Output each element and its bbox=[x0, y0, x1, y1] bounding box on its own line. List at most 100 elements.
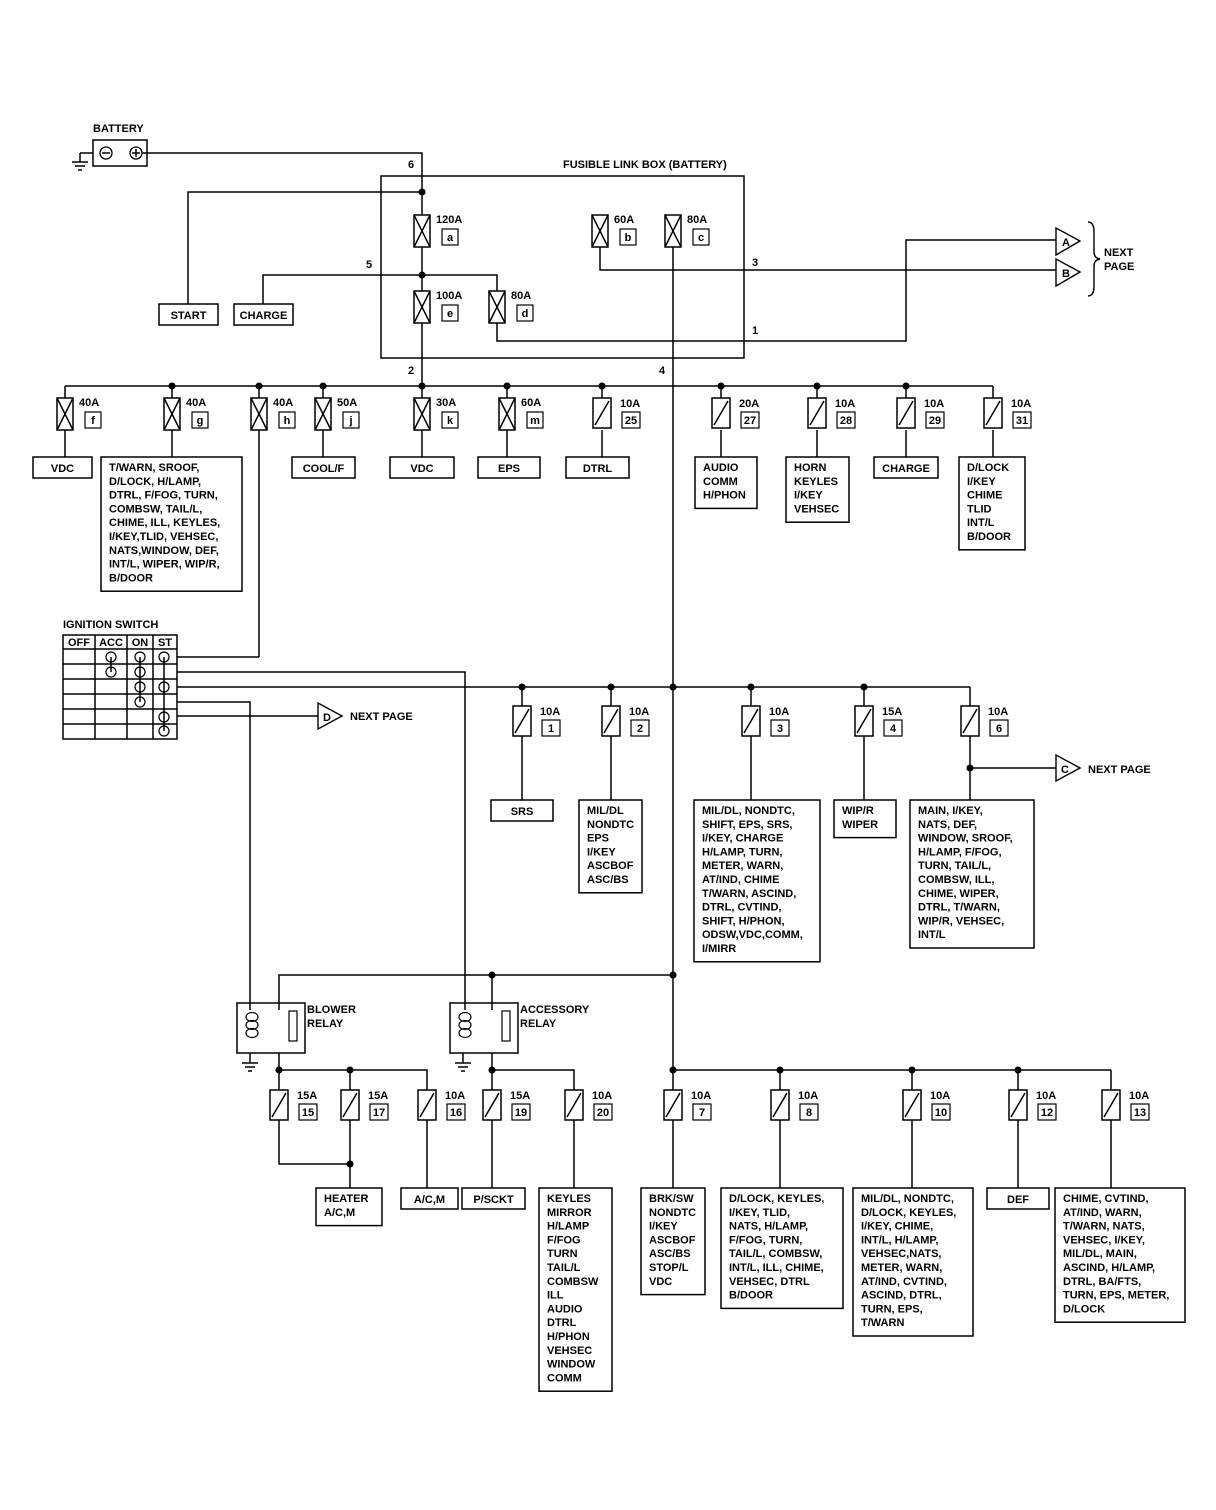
fuse-id-box bbox=[925, 411, 945, 429]
charge-box-text: CHARGE bbox=[240, 310, 288, 322]
destination-box-g-line: B/DOOR bbox=[109, 572, 153, 584]
destination-box-g-line: D/LOCK, H/LAMP, bbox=[109, 476, 201, 488]
relay-contact bbox=[288, 1010, 298, 1042]
fuse-id-box bbox=[692, 1103, 712, 1121]
fusible-link-cross bbox=[664, 214, 682, 248]
fuse-id: 6 bbox=[996, 723, 1002, 735]
fusible-link-cross bbox=[413, 397, 431, 431]
fuse-id: 25 bbox=[625, 415, 637, 427]
fuse-symbol bbox=[770, 1089, 790, 1121]
destination-box-charge-text: CHARGE bbox=[882, 463, 930, 475]
destination-box-fuse-3-line: METER, WARN, bbox=[702, 860, 783, 872]
fuse-amp-rating: 120A bbox=[436, 214, 462, 226]
next-page-a-wire bbox=[496, 239, 1056, 342]
fuse-id: 10 bbox=[935, 1107, 947, 1119]
destination-box-fuse-6-line: DTRL, T/WARN, bbox=[918, 902, 1000, 914]
destination-box-fuse-7-line: I/KEY bbox=[649, 1221, 678, 1233]
fuse-element bbox=[484, 1092, 500, 1118]
destination-box-fuse-8-line: D/LOCK, KEYLES, bbox=[729, 1193, 824, 1205]
destination-box-fuse-10-line: TURN, EPS, bbox=[861, 1303, 923, 1315]
fuse-id-box bbox=[799, 1103, 819, 1121]
destination-box-fuse-8-line: B/DOOR bbox=[729, 1290, 773, 1302]
fuse-id: 28 bbox=[840, 415, 852, 427]
fuse-id: g bbox=[197, 415, 204, 427]
fuse-id: b bbox=[625, 232, 632, 244]
fusible-link-cross bbox=[314, 397, 332, 431]
fuse-amp-rating: 15A bbox=[368, 1090, 388, 1102]
fuse-id-box bbox=[441, 228, 459, 246]
fuse-amp-rating: 10A bbox=[988, 706, 1008, 718]
destination-box-g-line: T/WARN, SROOF, bbox=[109, 462, 199, 474]
fuse-amp-rating: 15A bbox=[882, 706, 902, 718]
connector-letter: A bbox=[1062, 237, 1070, 249]
relay-label: RELAY bbox=[520, 1018, 557, 1030]
fusible-link-cross bbox=[488, 290, 506, 324]
fuse-amp-rating: 10A bbox=[924, 398, 944, 410]
fuse-layer bbox=[56, 214, 1121, 1121]
fuse-symbol bbox=[896, 397, 916, 429]
destination-box-fuse-3-line: H/LAMP, TURN, bbox=[702, 846, 782, 858]
fusible-link-symbol bbox=[56, 397, 74, 431]
destination-box-fuse-10-line: ASCIND, DTRL, bbox=[861, 1290, 942, 1302]
destination-box-fuse-6-line: INT/L bbox=[918, 929, 946, 941]
fuse-element bbox=[603, 708, 619, 734]
destination-box-fuse-3-line: SHIFT, H/PHON, bbox=[702, 915, 785, 927]
destination-box-mil-dl-line: I/KEY bbox=[587, 846, 616, 858]
start-box bbox=[158, 303, 219, 326]
connector-letter: D bbox=[323, 712, 331, 724]
destination-box-mil-dl-line: ASCBOF bbox=[587, 860, 634, 872]
destination-box-horn-line: VEHSEC bbox=[794, 503, 839, 515]
destination-box-fuse-10-line: I/KEY, CHIME, bbox=[861, 1221, 933, 1233]
fuse-id: c bbox=[698, 232, 704, 244]
fuse-id-box bbox=[593, 1103, 613, 1121]
destination-box-dlock-line: CHIME bbox=[967, 490, 1002, 502]
accessory-relay bbox=[449, 1002, 519, 1054]
next-page-text: NEXT bbox=[1104, 247, 1134, 259]
fuse-element bbox=[898, 400, 914, 426]
fuse-element bbox=[514, 708, 530, 734]
connector-letter: B bbox=[1062, 268, 1070, 280]
destination-box-dlock-line: TLID bbox=[967, 503, 991, 515]
fusible-link-cross bbox=[163, 397, 181, 431]
fuse-id-box bbox=[619, 228, 637, 246]
destination-box-cool-f bbox=[291, 456, 356, 479]
destination-box-fuse-13-line: TURN, EPS, METER, bbox=[1063, 1290, 1169, 1302]
fuse-id: 8 bbox=[806, 1107, 812, 1119]
destination-box-horn bbox=[785, 456, 850, 523]
destination-box-def-text: DEF bbox=[1007, 1194, 1029, 1206]
destination-box-vdc bbox=[32, 456, 93, 479]
fuse-id-box bbox=[441, 411, 459, 429]
destination-box-fuse-3-line: ODSW,VDC,COMM, bbox=[702, 929, 803, 941]
destination-box-fuse-13-line: T/WARN, NATS, bbox=[1063, 1221, 1145, 1233]
fuse-amp-rating: 10A bbox=[1011, 398, 1031, 410]
fuse-symbol bbox=[854, 705, 874, 737]
destination-box-fuse-20-line: DTRL bbox=[547, 1317, 577, 1329]
fusible-link-symbol bbox=[413, 397, 431, 431]
destination-box-fuse-6-line: NATS, DEF, bbox=[918, 819, 977, 831]
destination-box-fuse-8-line: NATS, H/LAMP, bbox=[729, 1221, 808, 1233]
fuse-amp-rating: 15A bbox=[510, 1090, 530, 1102]
fuse-id-box bbox=[516, 304, 534, 322]
destination-box-dlock-line: D/LOCK bbox=[967, 462, 1009, 474]
battery-negative bbox=[99, 146, 113, 160]
destination-box-audio-line: H/PHON bbox=[703, 490, 746, 502]
destination-box-fuse-6-line: TURN, TAIL/L, bbox=[918, 860, 991, 872]
blower-wire bbox=[177, 701, 251, 1010]
fuse-amp-rating: 80A bbox=[511, 290, 531, 302]
fuse-element bbox=[271, 1092, 287, 1118]
destination-box-dtrl bbox=[565, 456, 630, 479]
fuse-id: j bbox=[348, 415, 352, 427]
fuse-id-box bbox=[740, 411, 760, 429]
destination-box-heater bbox=[315, 1187, 383, 1227]
fuse-amp-rating: 10A bbox=[930, 1090, 950, 1102]
next-page-b-wire bbox=[599, 247, 1056, 271]
destination-box-fuse-10-line: METER, WARN, bbox=[861, 1262, 942, 1274]
destination-box-fuse-10-line: T/WARN bbox=[861, 1317, 904, 1329]
destination-box-fuse-6-line: WINDOW, SROOF, bbox=[918, 833, 1013, 845]
destination-box-fuse-13 bbox=[1054, 1187, 1186, 1323]
destination-box-wip-r bbox=[833, 799, 897, 839]
fuse-amp-rating: 10A bbox=[798, 1090, 818, 1102]
fuse-element bbox=[743, 708, 759, 734]
fuse-amp-rating: 10A bbox=[592, 1090, 612, 1102]
